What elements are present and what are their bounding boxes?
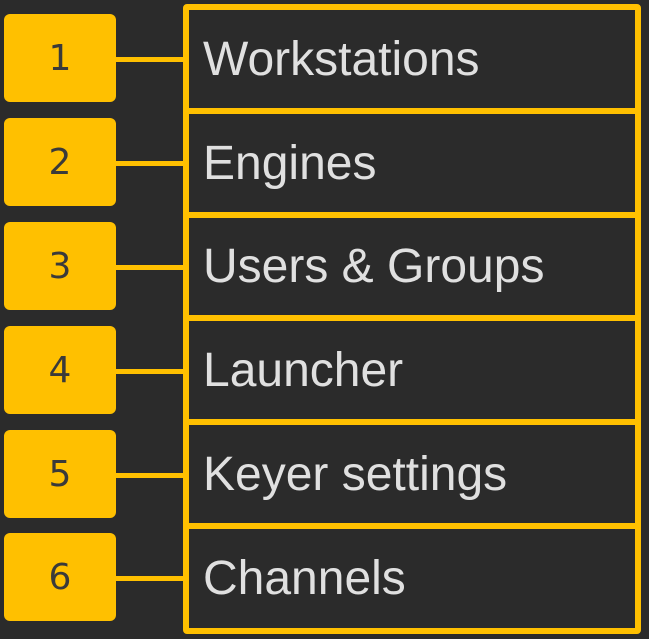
menu-item-keyer-settings[interactable]: Keyer settings (203, 447, 508, 501)
callout-badge-1: 1 (4, 14, 116, 102)
callout-connector-4 (112, 369, 188, 374)
callout-connector-6 (112, 576, 188, 581)
callout-badge-6: 6 (4, 533, 116, 621)
callout-badge-5: 5 (4, 430, 116, 518)
callout-connector-2 (112, 161, 188, 166)
callout-connector-5 (112, 473, 188, 478)
settings-menu: Workstations Engines Users & Groups Laun… (183, 4, 641, 634)
menu-divider (189, 315, 635, 321)
callout-connector-3 (112, 265, 188, 270)
callout-badge-4: 4 (4, 326, 116, 414)
menu-item-launcher[interactable]: Launcher (203, 343, 404, 397)
menu-divider (189, 419, 635, 425)
callout-badge-3: 3 (4, 222, 116, 310)
menu-divider (189, 212, 635, 218)
menu-divider (189, 523, 635, 529)
menu-divider (189, 108, 635, 114)
callout-connector-1 (112, 57, 188, 62)
menu-item-channels[interactable]: Channels (203, 552, 406, 605)
menu-item-engines[interactable]: Engines (203, 136, 377, 190)
callout-badge-2: 2 (4, 118, 116, 206)
menu-item-workstations[interactable]: Workstations (203, 32, 480, 86)
menu-item-users-groups[interactable]: Users & Groups (203, 240, 545, 293)
